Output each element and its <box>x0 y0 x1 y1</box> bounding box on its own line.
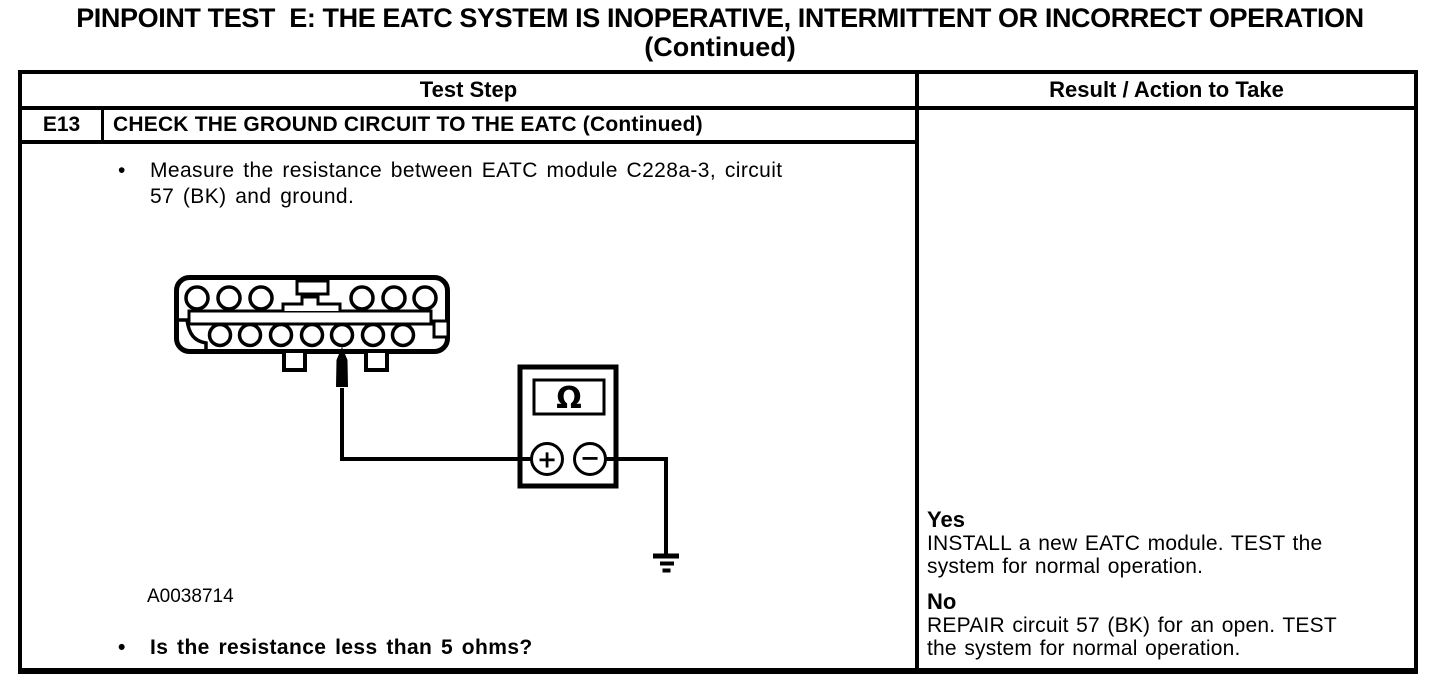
connector-pins <box>184 285 438 348</box>
result-yes-group: Yes INSTALL a new EATC module. TEST the … <box>927 507 1404 578</box>
page-title-line1: PINPOINT TEST E: THE EATC SYSTEM IS INOP… <box>76 3 1364 33</box>
question-item: • Is the resistance less than 5 ohms? <box>118 635 888 661</box>
plus-terminal-icon <box>530 442 564 476</box>
header-result-action: Result / Action to Take <box>1049 77 1284 102</box>
minus-terminal-icon <box>573 442 607 476</box>
ground-symbol-icon <box>653 553 679 573</box>
result-no-group: No REPAIR circuit 57 (BK) for an open. T… <box>927 589 1404 660</box>
instruction-item: • Measure the resistance between EATC mo… <box>118 158 888 210</box>
connector-tab <box>282 349 307 372</box>
meter-display <box>532 378 606 416</box>
step-header-row: E13 CHECK THE GROUND CIRCUIT TO THE EATC… <box>22 110 915 144</box>
result-yes-action: INSTALL a new EATC module. TEST the syst… <box>927 532 1323 578</box>
step-title: CHECK THE GROUND CIRCUIT TO THE EATC (Co… <box>113 113 703 136</box>
test-circuit-diagram: Ω + − <box>174 275 679 573</box>
plus-terminal-label: + <box>537 446 557 474</box>
header-test-step: Test Step <box>419 77 518 102</box>
connector-tab <box>364 349 389 372</box>
bullet-icon: • <box>118 636 126 659</box>
pinpoint-test-table: Test Step Result / Action to Take E13 CH… <box>18 70 1418 674</box>
eatc-connector-icon <box>174 275 450 372</box>
table-header-row: Test Step Result / Action to Take <box>22 74 1414 110</box>
figure-label: A0038714 <box>147 586 234 607</box>
column-divider <box>915 74 919 668</box>
result-action-cell: Yes INSTALL a new EATC module. TEST the … <box>927 507 1404 660</box>
result-yes-label: Yes <box>927 507 965 532</box>
instruction-text: Measure the resistance between EATC modu… <box>150 159 783 208</box>
result-no-label: No <box>927 589 957 614</box>
bullet-icon: • <box>118 159 126 182</box>
question-text: Is the resistance less than 5 ohms? <box>150 636 533 659</box>
step-id: E13 <box>42 113 81 136</box>
positive-lead-wire <box>340 388 547 461</box>
page-title-line2: (Continued) <box>644 32 796 62</box>
step-id-divider <box>101 110 104 140</box>
negative-lead-wire <box>590 457 668 554</box>
page-title: PINPOINT TEST E: THE EATC SYSTEM IS INOP… <box>0 3 1440 62</box>
minus-terminal-label: − <box>580 444 600 472</box>
probe-icon <box>336 347 348 387</box>
connector-key-notch <box>295 279 330 296</box>
connector-slot <box>187 309 433 326</box>
result-no-action: REPAIR circuit 57 (BK) for an open. TEST… <box>927 614 1337 660</box>
ohm-symbol: Ω <box>556 381 582 416</box>
